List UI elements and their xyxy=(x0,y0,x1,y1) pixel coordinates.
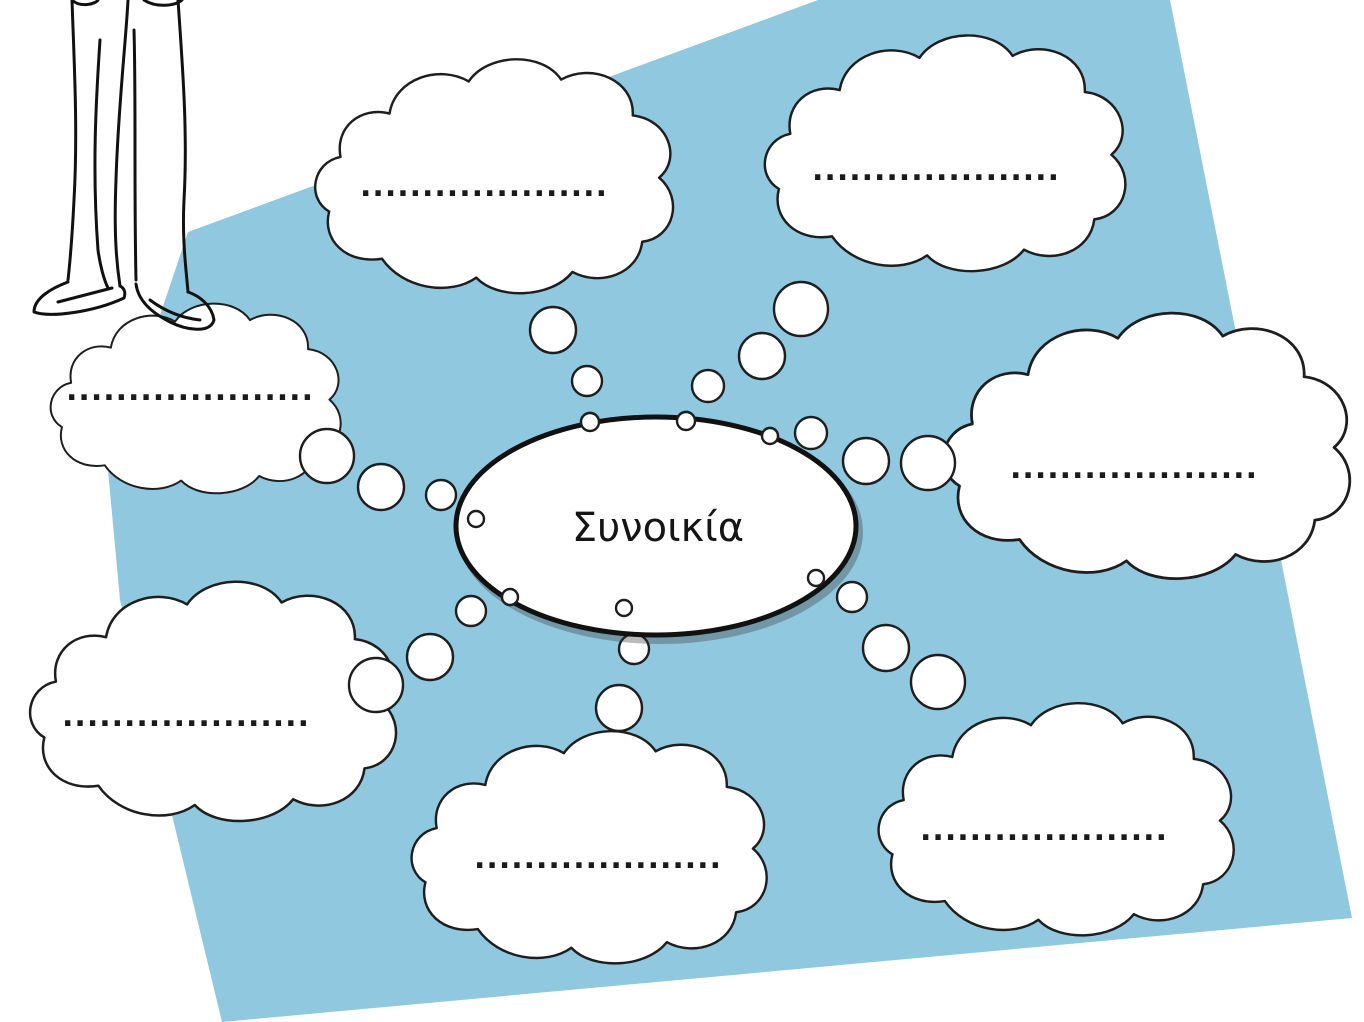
bubble xyxy=(808,570,824,586)
bubble xyxy=(596,685,642,731)
bubble xyxy=(692,370,724,402)
bubble xyxy=(911,655,965,709)
bubble xyxy=(843,438,889,484)
center-label: Συνοικία xyxy=(572,505,744,551)
cloud-top-left: .................... xyxy=(315,59,673,293)
bubble xyxy=(762,428,778,444)
bubble xyxy=(677,412,695,430)
cloud-answer-line[interactable]: .................... xyxy=(474,841,722,876)
cloud-answer-line[interactable]: .................... xyxy=(62,699,310,734)
bubble xyxy=(300,429,354,483)
bubble xyxy=(901,436,955,490)
bubble xyxy=(572,366,602,396)
bubble xyxy=(502,589,518,605)
bubble xyxy=(774,282,828,336)
bubble xyxy=(739,333,785,379)
bubble xyxy=(358,464,404,510)
bubble xyxy=(426,480,456,510)
cloud-answer-line[interactable]: .................... xyxy=(812,153,1060,188)
cloud-answer-line[interactable]: .................... xyxy=(1010,451,1258,486)
cloud-answer-line[interactable]: .................... xyxy=(66,373,314,408)
bubble xyxy=(349,658,403,712)
bubble xyxy=(837,582,867,612)
standing-person-figure xyxy=(34,0,214,329)
cloud-answer-line[interactable]: .................... xyxy=(920,813,1168,848)
cloud-middle-left: .................... xyxy=(51,304,341,494)
bubble xyxy=(581,413,599,431)
cloud-bottom-left: .................... xyxy=(30,582,396,821)
bubble xyxy=(468,511,484,527)
bubble xyxy=(795,417,827,449)
bubble xyxy=(863,625,909,671)
bubble xyxy=(407,634,453,680)
bubble xyxy=(530,307,576,353)
bubble xyxy=(456,596,486,626)
bubble xyxy=(616,600,632,616)
cloud-answer-line[interactable]: .................... xyxy=(360,169,608,204)
